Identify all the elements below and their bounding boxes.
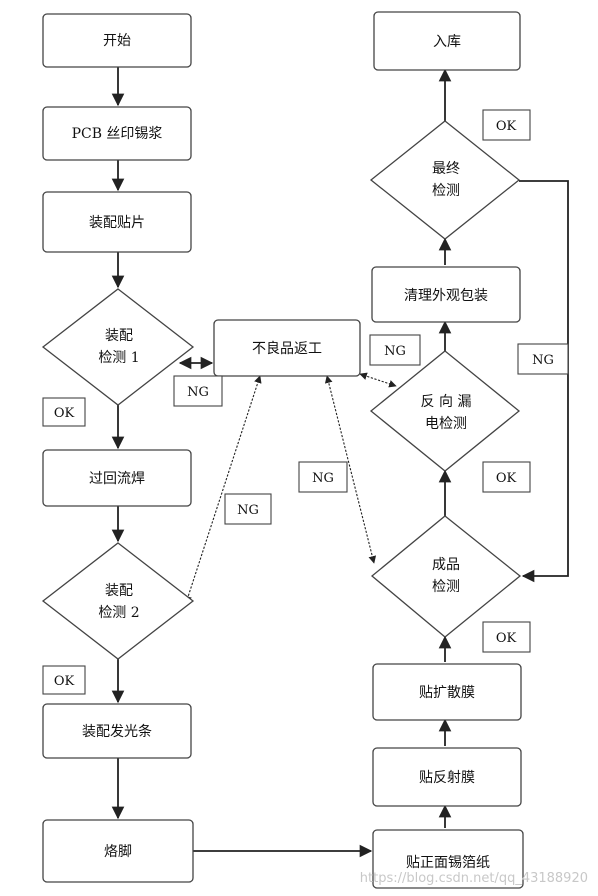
- node-diffuser-film-label: 贴扩散膜: [419, 685, 475, 701]
- node-warehouse-label: 入库: [433, 34, 461, 50]
- node-assembly-check-1-label-1: 装配: [105, 328, 133, 344]
- node-assembly-check-2-label-1: 装配: [105, 583, 133, 599]
- label-ng-check2: NG: [224, 493, 272, 525]
- label-ok-leak: OK: [482, 461, 531, 493]
- node-solder-pin: 烙脚: [42, 819, 194, 883]
- label-ng-check1: NG: [173, 375, 223, 407]
- label-ng-product-text: NG: [312, 471, 334, 486]
- node-clean-pack: 清理外观包装: [371, 266, 521, 323]
- node-reverse-leak-check-label-2: 电检测: [425, 416, 467, 432]
- node-front-foil: 贴正面锡箔纸: [372, 829, 524, 889]
- label-ng-check1-text: NG: [187, 385, 209, 400]
- label-ok-product: OK: [482, 621, 531, 653]
- label-ng-product: NG: [298, 461, 348, 493]
- label-ok-check1: OK: [42, 397, 86, 427]
- node-assembly-check-2-label-2: 检测 2: [98, 605, 139, 621]
- node-warehouse: 入库: [373, 11, 521, 71]
- node-assembly-check-1-label-2: 检测 1: [98, 350, 139, 366]
- label-ok-leak-text: OK: [496, 471, 517, 486]
- label-ng-leak-text: NG: [384, 344, 406, 359]
- node-product-check-label-2: 检测: [432, 579, 460, 595]
- label-ok-final-text: OK: [496, 119, 517, 134]
- node-reflector-film: 贴反射膜: [372, 747, 522, 807]
- node-reflow-label: 过回流焊: [89, 471, 145, 487]
- node-assembly-check-1: 装配 检测 1: [41, 288, 195, 406]
- node-assembly-mount: 装配贴片: [42, 191, 192, 253]
- label-ng-final-text: NG: [532, 353, 554, 368]
- node-reflow: 过回流焊: [42, 449, 192, 507]
- node-pcb-print-label: PCB 丝印锡浆: [72, 126, 163, 142]
- node-assembly-mount-label: 装配贴片: [89, 215, 145, 231]
- label-ok-check2-text: OK: [54, 674, 75, 689]
- node-solder-pin-label: 烙脚: [104, 844, 132, 860]
- node-start-label: 开始: [103, 33, 131, 49]
- label-ng-leak: NG: [369, 334, 421, 366]
- node-light-bar: 装配发光条: [42, 703, 192, 759]
- node-product-check-label-1: 成品: [432, 557, 460, 573]
- node-defect-rework-label: 不良品返工: [252, 341, 322, 357]
- node-start: 开始: [42, 13, 192, 68]
- node-reverse-leak-check: 反 向 漏 电检测: [369, 350, 521, 472]
- node-assembly-check-2: 装配 检测 2: [41, 542, 195, 660]
- node-light-bar-label: 装配发光条: [82, 723, 152, 740]
- node-clean-pack-label: 清理外观包装: [404, 288, 488, 304]
- node-reverse-leak-check-label-1: 反 向 漏: [421, 394, 472, 410]
- label-ok-final: OK: [482, 109, 531, 141]
- label-ok-check1-text: OK: [54, 406, 75, 421]
- node-pcb-print: PCB 丝印锡浆: [42, 106, 192, 161]
- node-final-check-label-1: 最终: [432, 161, 460, 177]
- watermark: https://blog.csdn.net/qq_43188920: [360, 871, 588, 886]
- node-diffuser-film: 贴扩散膜: [372, 663, 522, 721]
- label-ok-check2: OK: [42, 665, 86, 695]
- label-ok-product-text: OK: [496, 631, 517, 646]
- node-final-check: 最终 检测: [369, 120, 521, 240]
- node-final-check-label-2: 检测: [432, 183, 460, 199]
- connectors: [111, 67, 569, 858]
- node-front-foil-label: 贴正面锡箔纸: [406, 855, 490, 871]
- node-product-check: 成品 检测: [370, 515, 522, 638]
- node-reflector-film-label: 贴反射膜: [419, 770, 475, 786]
- label-ng-final: NG: [517, 343, 569, 375]
- label-ng-check2-text: NG: [237, 503, 259, 518]
- node-defect-rework: 不良品返工: [213, 319, 361, 377]
